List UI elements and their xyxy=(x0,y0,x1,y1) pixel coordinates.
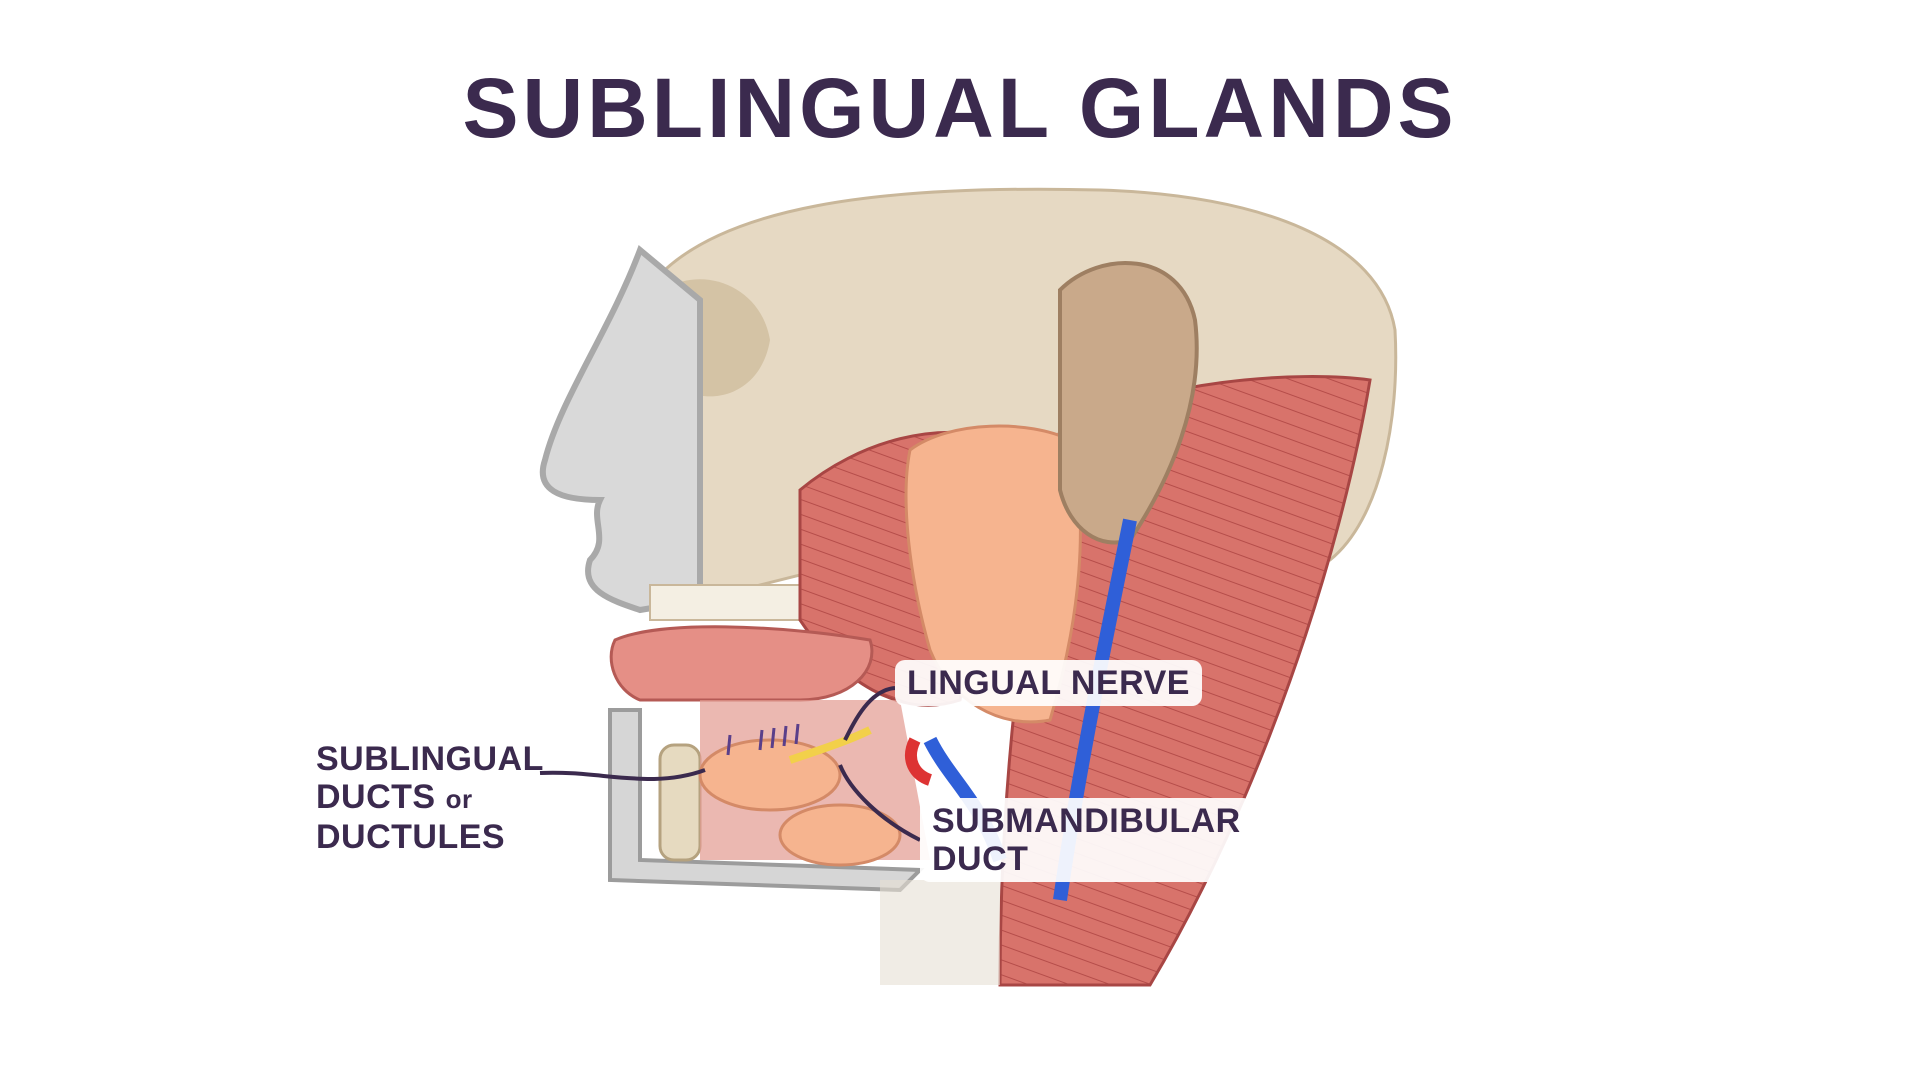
sublingual-leader-line xyxy=(539,768,706,781)
label-line: DUCTS or xyxy=(316,778,544,818)
ear xyxy=(1058,261,1199,545)
teeth xyxy=(649,584,821,621)
label-text: DUCTS xyxy=(316,778,436,816)
label-submandibular-duct: SUBMANDIBULAR DUCT xyxy=(920,798,1253,882)
neck-skin xyxy=(880,880,1000,985)
lingual-nerve xyxy=(788,726,872,764)
label-sublingual-ducts: SUBLINGUAL DUCTS or DUCTULES xyxy=(316,740,544,856)
label-text: or xyxy=(445,784,473,814)
label-line: SUBLINGUAL xyxy=(316,740,544,778)
page-title: SUBLINGUAL GLANDS xyxy=(462,61,1458,155)
lingual-artery xyxy=(905,737,933,786)
label-line: SUBMANDIBULAR xyxy=(932,802,1241,840)
label-line: DUCT xyxy=(932,840,1029,878)
lingual-nerve-leader-line xyxy=(843,686,896,741)
label-lingual-nerve: LINGUAL NERVE xyxy=(895,660,1202,706)
tongue xyxy=(609,625,874,702)
duct-arrows xyxy=(726,723,800,756)
submandibular-leader-line xyxy=(838,764,921,842)
face-profile xyxy=(540,244,703,614)
parotid-gland xyxy=(904,424,1082,724)
label-line: DUCTULES xyxy=(316,818,506,856)
mandible-bone xyxy=(658,743,702,862)
submandibular-gland xyxy=(778,803,902,867)
